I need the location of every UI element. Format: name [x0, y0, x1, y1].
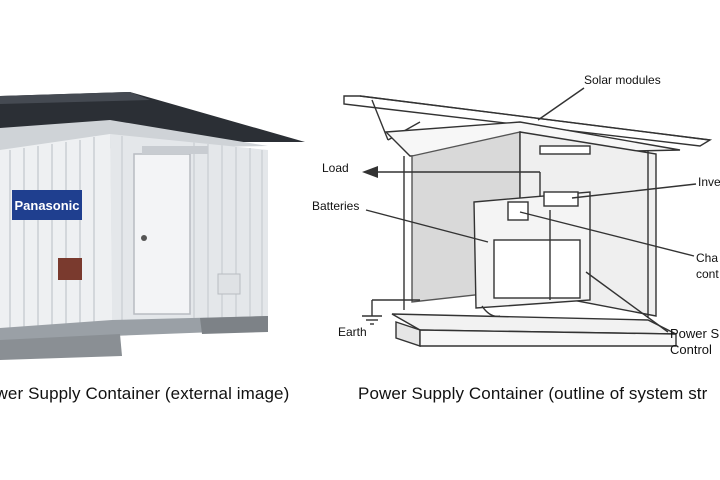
brand-label: Panasonic: [14, 198, 79, 213]
battery-block: [493, 239, 581, 299]
system-outline-diagram: [343, 87, 713, 347]
leader-charge: [519, 211, 695, 257]
leader-batteries: [365, 209, 489, 243]
label-inverter: Inve: [698, 175, 720, 189]
inverter-box: [543, 191, 579, 207]
leader-solar: [537, 87, 585, 121]
diagram-labels: Solar modules Load Batteries Inve Cha co…: [312, 73, 720, 357]
caption-external-image: ower Supply Container (external image): [0, 384, 290, 403]
charge-controller-box: [507, 201, 529, 221]
vent-box: [217, 273, 241, 295]
electrical-box: [58, 258, 82, 280]
load-arrow: [362, 166, 378, 178]
container-door: [133, 153, 191, 315]
door-handle: [141, 235, 147, 241]
label-power-supply-control-2: Control: [670, 342, 712, 357]
concrete-blocks: [0, 334, 122, 360]
container-photo: Panasonic: [0, 92, 305, 360]
leader-inverter: [571, 183, 697, 199]
caption-system-outline: Power Supply Container (outline of syste…: [358, 384, 708, 403]
label-solar-modules: Solar modules: [584, 73, 661, 87]
label-power-supply-control-1: Power S: [670, 326, 719, 341]
container-front: [0, 134, 112, 330]
label-charge-controller-1: Cha: [696, 251, 718, 265]
roof-outline: [343, 95, 713, 147]
brand-panel: [12, 190, 82, 220]
label-earth: Earth: [338, 325, 367, 339]
label-charge-controller-2: cont: [696, 267, 719, 281]
leader-control: [585, 271, 669, 333]
label-load: Load: [322, 161, 349, 175]
label-batteries: Batteries: [312, 199, 359, 213]
